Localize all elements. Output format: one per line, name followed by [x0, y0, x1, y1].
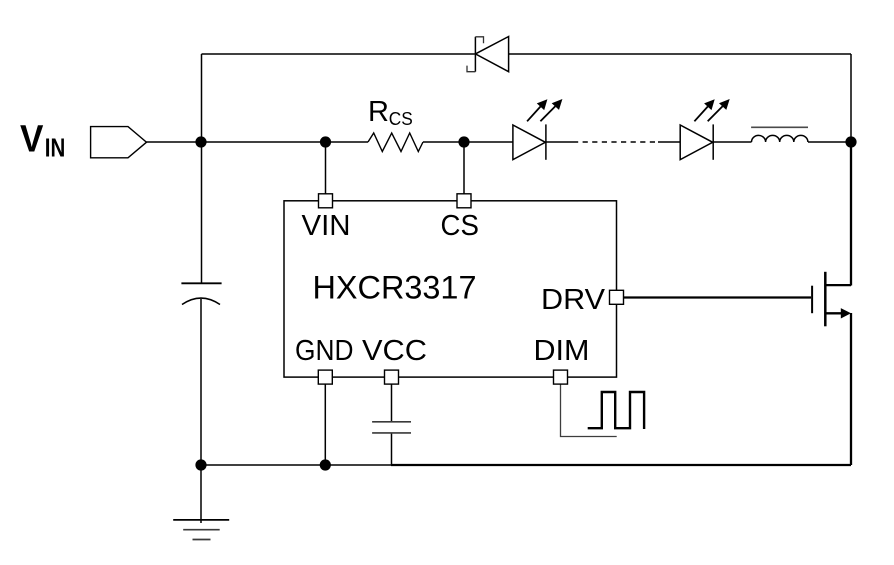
svg-text:HXCR3317: HXCR3317 — [313, 270, 477, 306]
svg-text:CS: CS — [441, 210, 479, 242]
svg-text:DRV: DRV — [541, 284, 606, 316]
svg-text:VCC: VCC — [362, 335, 427, 367]
svg-text:VIN: VIN — [302, 210, 351, 242]
svg-text:CS: CS — [389, 108, 413, 129]
svg-text:GND: GND — [295, 335, 354, 367]
svg-text:V: V — [20, 118, 44, 160]
svg-text:IN: IN — [45, 135, 66, 163]
svg-text:R: R — [368, 96, 389, 128]
svg-text:DIM: DIM — [534, 335, 590, 367]
